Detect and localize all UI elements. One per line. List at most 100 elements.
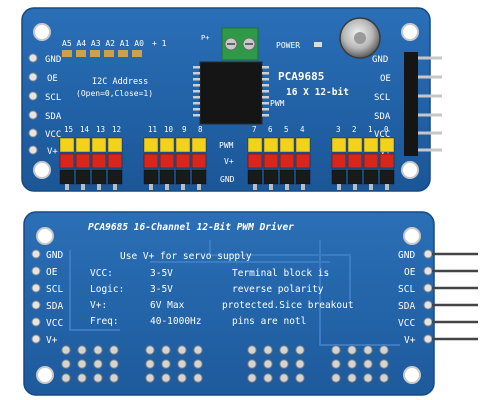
bottom-left-pin-label: GND xyxy=(46,250,63,261)
solder-joint xyxy=(61,359,71,369)
servo-header-pin xyxy=(175,137,191,153)
servo-pin-tip xyxy=(81,184,85,190)
solder-joint xyxy=(331,373,341,383)
servo-header-pin xyxy=(159,169,175,185)
top-left-pin-label: VCC xyxy=(45,130,61,140)
servo-header-pin xyxy=(263,137,279,153)
solder-joint xyxy=(177,373,187,383)
mounting-hole-icon xyxy=(33,161,51,179)
servo-header-pin xyxy=(279,137,295,153)
address-note: (Open=0,Close=1) xyxy=(76,89,153,98)
solder-joint xyxy=(379,345,389,355)
servo-header-pin xyxy=(263,153,279,169)
servo-header-pin xyxy=(107,153,123,169)
servo-pin-tip xyxy=(253,184,257,190)
bottom-right-pin-header xyxy=(423,249,478,344)
solder-joint xyxy=(93,345,103,355)
solder-joint xyxy=(161,359,171,369)
solder-joint xyxy=(93,373,103,383)
servo-header-pin xyxy=(347,169,363,185)
solder-joint xyxy=(347,345,357,355)
warning-line: protected.Sice breakout xyxy=(222,300,354,311)
solder-joint xyxy=(145,359,155,369)
top-left-pin-holes xyxy=(28,53,38,155)
solder-joint-grid xyxy=(61,345,389,383)
bottom-right-pin-label: SCL xyxy=(398,284,415,295)
channel-info: 16 X 12-bit xyxy=(286,87,349,98)
solder-joint xyxy=(109,373,119,383)
servo-pin-tip xyxy=(353,184,357,190)
solder-joint xyxy=(247,373,257,383)
spec-key: Freq: xyxy=(90,316,119,327)
address-title: I2C Address xyxy=(92,77,148,87)
servo-header-pin xyxy=(347,153,363,169)
servo-pin-tip xyxy=(113,184,117,190)
power-label: POWER xyxy=(276,41,300,50)
servo-pin-tip xyxy=(369,184,373,190)
svg-text:5: 5 xyxy=(284,125,289,134)
spec-key: VCC: xyxy=(90,268,113,279)
mounting-hole-icon xyxy=(33,23,51,41)
solder-joint xyxy=(295,345,305,355)
svg-text:3: 3 xyxy=(336,125,341,134)
svg-text:4: 4 xyxy=(300,125,305,134)
mounting-hole-icon xyxy=(36,227,54,245)
servo-header-pin xyxy=(159,137,175,153)
top-board: GND OE SCL SDA VCC V+ GND OE SCL SDA VCC… xyxy=(21,7,442,192)
mounting-hole-icon xyxy=(403,227,421,245)
servo-header-pin xyxy=(279,153,295,169)
top-right-pin-header xyxy=(404,52,442,156)
servo-header-pin xyxy=(247,137,263,153)
bottom-left-pin-holes xyxy=(31,249,41,344)
solder-joint xyxy=(109,345,119,355)
servo-header-pin xyxy=(175,153,191,169)
solder-joint xyxy=(109,359,119,369)
address-jumper-pads xyxy=(62,50,142,57)
servo-header-pin xyxy=(295,137,311,153)
servo-header-pin xyxy=(91,153,107,169)
servo-header-pin xyxy=(143,169,159,185)
servo-header-blocks xyxy=(59,137,395,190)
svg-text:11: 11 xyxy=(148,125,157,134)
servo-header-pin xyxy=(247,153,263,169)
servo-pin-tip xyxy=(269,184,273,190)
bottom-board: PCA9685 16-Channel 12-Bit PWM Driver Use… xyxy=(23,211,478,396)
servo-header-pin xyxy=(59,137,75,153)
top-right-pin-label: SDA xyxy=(374,112,391,122)
servo-header-pin xyxy=(59,153,75,169)
svg-text:2: 2 xyxy=(352,125,357,134)
servo-pin-tip xyxy=(65,184,69,190)
svg-text:10: 10 xyxy=(164,125,174,134)
servo-header-pin xyxy=(295,169,311,185)
solder-joint xyxy=(177,345,187,355)
servo-header-pin xyxy=(331,153,347,169)
top-left-pin-label: GND xyxy=(45,55,61,65)
solder-joint xyxy=(77,345,87,355)
servo-pin-tip xyxy=(285,184,289,190)
top-left-pin-label: V+ xyxy=(47,147,58,157)
rail-label-gnd: GND xyxy=(220,175,235,184)
svg-text:8: 8 xyxy=(198,125,203,134)
mounting-hole-icon xyxy=(401,23,419,41)
solder-joint xyxy=(193,373,203,383)
solder-joint xyxy=(161,373,171,383)
servo-header-pin xyxy=(107,169,123,185)
spec-value: 3-5V xyxy=(150,284,173,295)
solder-joint xyxy=(279,345,289,355)
servo-pin-tip xyxy=(165,184,169,190)
svg-text:14: 14 xyxy=(80,125,90,134)
solder-joint xyxy=(331,359,341,369)
pca9685-chip xyxy=(193,61,269,125)
mounting-hole-icon xyxy=(403,366,421,384)
servo-header-pin xyxy=(59,169,75,185)
solder-joint xyxy=(247,359,257,369)
pwm-label: PWM xyxy=(270,99,285,108)
rail-label-pwm: PWM xyxy=(219,141,234,150)
svg-text:1: 1 xyxy=(368,125,373,134)
solder-joint xyxy=(93,359,103,369)
address-pads-label: A5 A4 A3 A2 A1 A0 xyxy=(62,39,144,48)
servo-header-pin xyxy=(379,153,395,169)
bottom-left-pin-label: SDA xyxy=(46,301,63,312)
solder-joint xyxy=(193,345,203,355)
